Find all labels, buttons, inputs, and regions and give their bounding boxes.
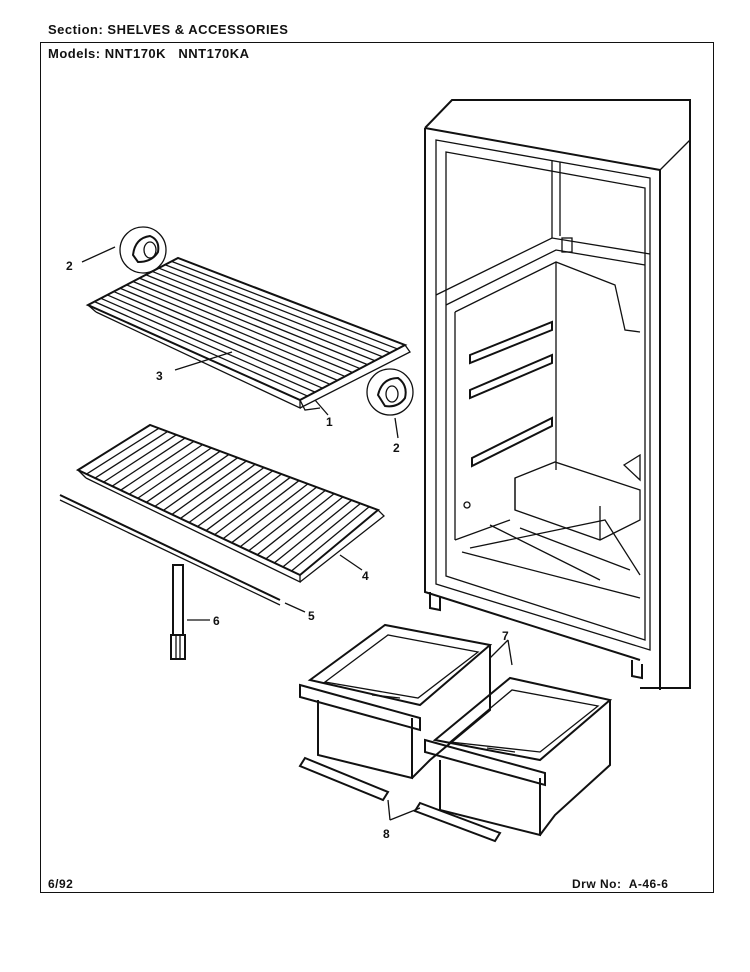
shelf-wire	[163, 457, 239, 511]
shelf-wire	[222, 480, 300, 540]
shelf-rod	[170, 564, 186, 660]
models-value: NNT170K NNT170KA	[104, 46, 250, 61]
shelf-wire	[256, 493, 335, 556]
shelf-wire	[214, 476, 291, 536]
shelf-wire	[113, 290, 331, 385]
drawer-rails	[298, 756, 502, 843]
shelf-wire	[239, 486, 318, 548]
shelf-wire	[248, 489, 326, 552]
revision-date: 6/92	[48, 877, 74, 891]
shelf-wire	[265, 496, 344, 560]
callout-1: 1	[326, 415, 333, 429]
callout-6: 6	[213, 614, 220, 628]
refrigerator-cabinet	[424, 99, 691, 690]
shelf-wire	[180, 463, 256, 519]
shelf-wire	[94, 430, 168, 479]
shelf-wire	[120, 440, 195, 491]
shelf-wire	[171, 460, 247, 515]
shelf-wire	[111, 437, 186, 487]
shelf-wire	[107, 294, 323, 389]
callout-4: 4	[362, 569, 369, 583]
shelf-wire	[132, 280, 353, 374]
section-heading: Section: SHELVES & ACCESSORIES	[48, 22, 288, 37]
shelf-wire	[171, 260, 398, 350]
shelf-cap-detail-upper	[119, 226, 167, 274]
callout-2-lower: 2	[393, 441, 400, 455]
callout-labels: 2 3 1 2 4 5 6 7 8	[66, 259, 509, 841]
shelf-cap-detail-lower	[366, 368, 414, 416]
wire-shelf-upper	[85, 256, 411, 411]
shelf-wire	[164, 264, 391, 354]
shelf-wire	[188, 466, 265, 524]
shelf-wire	[282, 502, 361, 568]
shelf-wire	[100, 297, 316, 393]
shelf-wire	[145, 274, 368, 366]
shelf-wire	[197, 470, 274, 528]
shelf-wire	[86, 427, 160, 475]
crisper-drawer-right	[424, 676, 613, 837]
shelf-wire	[152, 270, 376, 362]
shelf-wire	[154, 453, 230, 507]
shelf-wire	[139, 277, 361, 370]
callout-2-upper: 2	[66, 259, 73, 273]
wire-shelf-lower	[59, 423, 385, 606]
callout-5: 5	[308, 609, 315, 623]
shelf-wire	[94, 301, 308, 397]
shelf-wire	[291, 506, 370, 572]
callout-7: 7	[502, 629, 509, 643]
crisper-drawer-left	[299, 623, 493, 780]
callout-3: 3	[156, 369, 163, 383]
drawing-number: Drw No: A-46-6	[572, 877, 669, 891]
shelf-wire	[158, 267, 383, 358]
diagram-frame	[40, 42, 714, 893]
shelf-wire	[126, 284, 346, 378]
models-label: Models:	[48, 46, 101, 61]
shelf-wire	[128, 444, 203, 495]
shelf-wire	[119, 287, 338, 381]
shelf-wire	[273, 499, 353, 564]
leader-lines	[81, 246, 513, 821]
shelf-wire	[145, 450, 221, 503]
shelf-wire	[137, 447, 212, 499]
shelf-wire	[205, 473, 282, 532]
models-heading: Models: NNT170K NNT170KA	[48, 46, 250, 61]
callout-8: 8	[383, 827, 390, 841]
shelf-wire	[231, 483, 309, 544]
shelf-wire	[103, 434, 177, 483]
section-label: Section:	[48, 22, 104, 37]
section-value: SHELVES & ACCESSORIES	[107, 22, 289, 37]
